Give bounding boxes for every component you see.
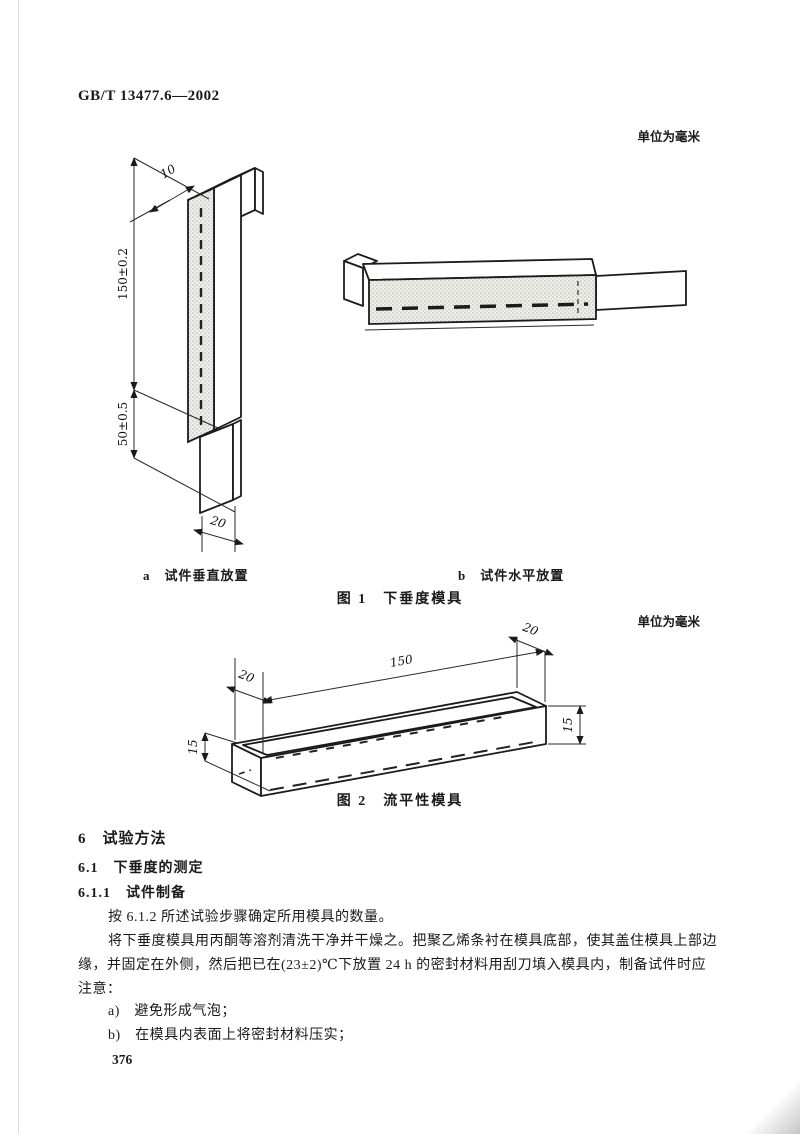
document-number: GB/T 13477.6—2002 bbox=[78, 88, 220, 104]
paragraph-1: 按 6.1.2 所述试验步骤确定所用模具的数量。 bbox=[108, 910, 393, 925]
dim-label-20-left: 20 bbox=[236, 667, 257, 686]
figure1b-horizontal-mold-drawing bbox=[344, 254, 686, 330]
tray-left-dashed-edge bbox=[239, 770, 251, 774]
mold-side-face bbox=[214, 175, 241, 430]
figure1a-vertical-mold-drawing: 150±0.2 50±0.5 10 20 bbox=[116, 157, 263, 552]
hook-left-face bbox=[344, 261, 363, 306]
heading-6: 6 试验方法 bbox=[78, 831, 167, 847]
scan-edge-artifact bbox=[18, 0, 19, 1134]
figure1-caption-a: a 试件垂直放置 bbox=[143, 568, 249, 583]
sealant-face bbox=[188, 188, 214, 442]
mold-backing-plate-side bbox=[233, 420, 241, 500]
paragraph-2-line-2: 缘，并固定在外侧，然后把已在(23±2)℃下放置 24 h 的密封材料用刮刀填入… bbox=[78, 958, 707, 973]
list-item-a: a) 避免形成气泡； bbox=[108, 1004, 236, 1019]
centerline-horizontal bbox=[376, 304, 588, 309]
units-note-1: 单位为毫米 bbox=[637, 130, 700, 144]
sealant-face-horizontal bbox=[369, 275, 596, 324]
units-note-2: 单位为毫米 bbox=[637, 615, 700, 629]
dim-label-10: 10 bbox=[158, 161, 179, 181]
dim-label-20-bottom: 20 bbox=[208, 513, 228, 531]
mold-backing-plate bbox=[200, 424, 233, 513]
mold-hook-lip-side bbox=[255, 168, 263, 214]
figure2-leveling-mold-drawing: 150 20 20 15 15 bbox=[186, 620, 586, 796]
figure1-caption-b: b 试件水平放置 bbox=[458, 568, 565, 583]
dim-label-150: 150±0.2 bbox=[116, 248, 130, 300]
heading-6-1-1: 6.1.1 试件制备 bbox=[78, 886, 186, 901]
heading-6-1: 6.1 下垂度的测定 bbox=[78, 861, 204, 876]
figure2-title: 图 2 流平性模具 bbox=[336, 794, 464, 809]
dim-label-15-left: 15 bbox=[186, 739, 200, 754]
dim-label-20-right: 20 bbox=[520, 620, 541, 639]
figure1-title: 图 1 下垂度模具 bbox=[336, 592, 464, 607]
tray-front-face bbox=[261, 706, 546, 796]
dim-label-15-right: 15 bbox=[561, 717, 575, 732]
paragraph-2-line-1: 将下垂度模具用丙酮等溶剂清洗干净并干燥之。把聚乙烯条衬在模具底部，使其盖住模具上… bbox=[108, 934, 717, 949]
dim-label-150-length: 150 bbox=[389, 652, 414, 670]
tray-inner-dashed-edge bbox=[276, 716, 508, 758]
mold-tab bbox=[596, 271, 686, 310]
dim-label-50: 50±0.5 bbox=[116, 402, 130, 446]
page-number: 376 bbox=[112, 1052, 133, 1067]
paragraph-2-line-3: 注意： bbox=[78, 982, 122, 997]
list-item-b: b) 在模具内表面上将密封材料压实； bbox=[108, 1028, 353, 1043]
scan-corner-artifact bbox=[720, 1064, 800, 1134]
